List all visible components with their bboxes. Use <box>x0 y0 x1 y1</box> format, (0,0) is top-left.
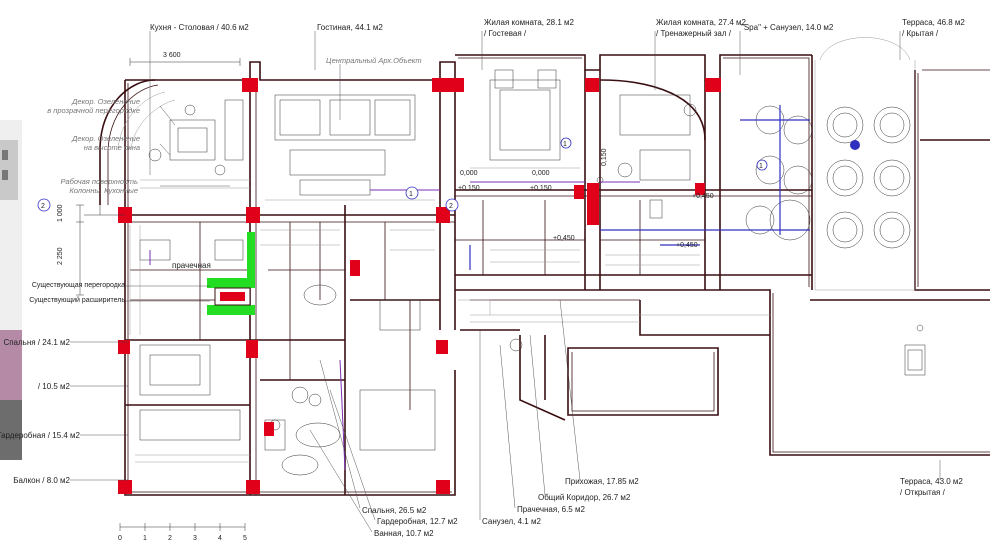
level-mark-6: 0,000 <box>460 170 478 177</box>
label-central: Центральный Арх.Объект <box>326 56 422 65</box>
marker-1-spa: 1 <box>759 163 763 170</box>
dim-side-1: 1 000 <box>57 204 64 222</box>
label-terrace-top: Терраса, 46.8 м2 <box>902 18 965 27</box>
label-guest-room: Жилая комната, 28.1 м2 <box>484 18 575 27</box>
laundry-highlight <box>207 232 255 315</box>
laundry-tag: прачечная <box>172 261 211 270</box>
scale-tick-1: 1 <box>143 535 147 542</box>
level-mark-4: +0,450 <box>692 193 714 200</box>
label-bathroom-main: Ванная, 10.7 м2 <box>374 529 434 538</box>
label-laundry: Прачечная, 6.5 м2 <box>517 505 585 514</box>
marker-1-living: 1 <box>409 191 413 198</box>
dim-side-2: 2 250 <box>57 247 64 265</box>
label-wardrobe-main: Гардеробная, 12.7 м2 <box>377 517 458 526</box>
marker-2-left: 2 <box>41 203 45 210</box>
label-living: Гостиная, 44.1 м2 <box>317 23 383 32</box>
level-mark-5: +0,450 <box>676 242 698 249</box>
dim-top: 3 600 <box>163 52 181 59</box>
scale-tick-3: 3 <box>193 535 197 542</box>
label-balcony: Балкон / 8.0 м2 <box>13 476 70 485</box>
note-decor-1b: в прозрачной перегородке <box>47 106 140 115</box>
level-mark-3: +0,450 <box>553 235 575 242</box>
level-marks: +0,150 +0,150 +0,450 +0,450 +0,450 0,000… <box>458 148 714 249</box>
scale-tick-5: 5 <box>243 535 247 542</box>
label-terrace-bottom: Терраса, 43.0 м2 <box>900 477 963 486</box>
room-labels-left: Спальня / 24.1 м2 / 10.5 м2 Гардеробная … <box>0 338 81 485</box>
label-terrace-bottom-sub: / Открытая / <box>900 488 946 497</box>
label-bedroom-main: Спальня, 26.5 м2 <box>362 506 427 515</box>
note-work-1: Рабочая поверхность <box>60 177 138 186</box>
level-mark-1: +0,150 <box>458 185 480 192</box>
label-gym-room: Жилая комната, 27.4 м2 <box>656 18 747 27</box>
note-decor-2b: на высоте окна <box>84 143 140 152</box>
room-labels-bottom: Спальня, 26.5 м2 Гардеробная, 12.7 м2 Ва… <box>362 477 963 538</box>
note-work-2: Колонны, Кухонные <box>69 186 138 195</box>
marker-2-center: 2 <box>449 203 453 210</box>
notes-left: Декор. Озеленение в прозрачной перегород… <box>29 97 140 304</box>
interior-walls <box>125 69 990 495</box>
scale-tick-4: 4 <box>218 535 222 542</box>
scale-tick-0: 0 <box>118 535 122 542</box>
level-mark-8: 0,150 <box>601 148 608 166</box>
level-mark-7: 0,000 <box>532 170 550 177</box>
marker-1-guest: 1 <box>563 141 567 148</box>
terrace-planters <box>814 37 916 291</box>
label-kitchen: Кухня - Столовая / 40.6 м2 <box>150 23 249 32</box>
note-decor-2a: Декор. Озеленение <box>71 134 140 143</box>
level-mark-2: +0,150 <box>530 185 552 192</box>
label-bedroom-left: Спальня / 24.1 м2 <box>3 338 70 347</box>
label-spa: "Spa" + Санузел, 14.0 м2 <box>741 23 834 32</box>
label-terrace-top-sub: / Крытая / <box>902 29 939 38</box>
note-decor-1a: Декор. Озеленение <box>71 97 140 106</box>
note-wall-existing: Существующая перегородка <box>32 282 125 289</box>
section-markers: 2 1 2 1 1 <box>37 137 860 212</box>
label-guest-sub: / Гостевая / <box>484 29 527 38</box>
scale-tick-2: 2 <box>168 535 172 542</box>
label-corridor: Общий Коридор, 26.7 м2 <box>538 493 631 502</box>
label-gym-sub: / Тренажерный зал / <box>656 29 732 38</box>
label-bath-left: / 10.5 м2 <box>38 382 71 391</box>
label-wc: Санузел, 4.1 м2 <box>482 517 541 526</box>
furniture <box>129 37 926 476</box>
side-photo <box>0 120 22 460</box>
note-ext-existing: Существующий расширитель <box>29 296 125 304</box>
label-wardrobe-left: Гардеробная / 15.4 м2 <box>0 431 81 440</box>
label-hall: Прихожая, 17.85 м2 <box>565 477 639 486</box>
leader-lines <box>70 31 941 533</box>
scale-bar: 0 1 2 3 4 5 <box>118 523 247 542</box>
room-labels-top: Кухня - Столовая / 40.6 м2 Гостиная, 44.… <box>150 18 965 65</box>
